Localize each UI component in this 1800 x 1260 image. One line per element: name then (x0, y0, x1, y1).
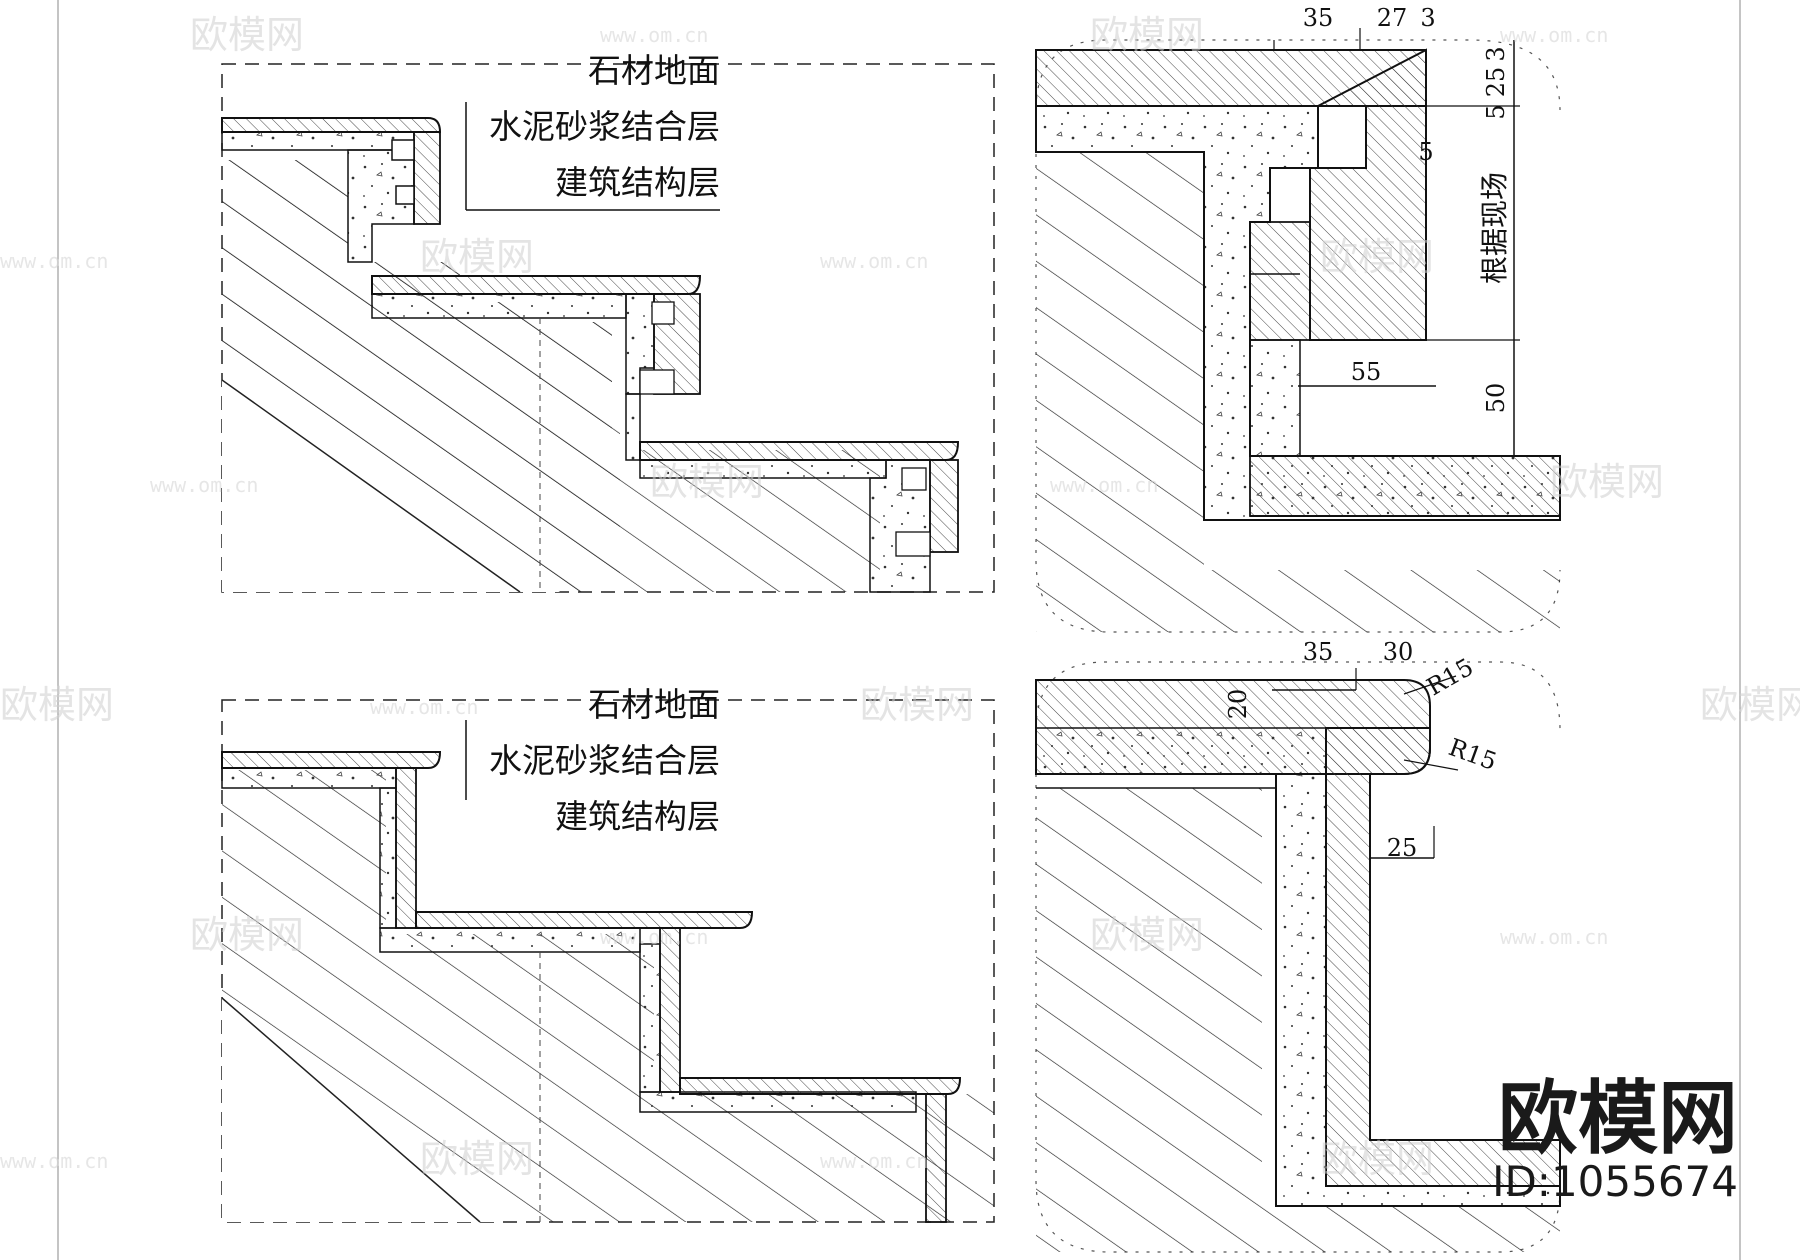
mortar-bed (221, 131, 415, 151)
dim-inner-25: 25 (1387, 834, 1418, 862)
panel-top-left: 石材地面 水泥砂浆结合层 建筑结构层 (221, 51, 995, 593)
watermark-site: www.om.cn (600, 925, 708, 949)
watermark-brand: 欧模网 (190, 913, 304, 957)
layer-label-structure-2: 建筑结构层 (555, 797, 720, 836)
watermark-layer: 欧模网 欧模网 www.om.cn www.om.cn 欧模网 欧模网 www.… (0, 13, 1800, 1181)
panel-bottom-right: 35 30 20 R15 R15 25 (1035, 638, 1561, 1253)
watermark-brand: 欧模网 (1090, 913, 1204, 957)
watermark-brand: 欧模网 (1550, 460, 1664, 504)
stone-riser (413, 131, 441, 225)
dim-right-50: 50 (1482, 383, 1510, 414)
watermark-site: www.om.cn (820, 1149, 928, 1173)
watermark-site: www.om.cn (0, 1149, 108, 1173)
layer-label-structure: 建筑结构层 (555, 163, 720, 202)
brand-name: 欧模网 (1498, 1072, 1738, 1165)
watermark-site: www.om.cn (600, 23, 708, 47)
dim-radius-top: R15 (1422, 653, 1478, 702)
layer-label-stone-floor: 石材地面 (588, 51, 720, 90)
dim-left-20: 20 (1224, 689, 1252, 720)
panel-top-right: 35 27 3 3 25 5 5 根据现场 55 50 (1035, 4, 1561, 633)
watermark-brand: 欧模网 (420, 1137, 534, 1181)
dim-top-35: 35 (1303, 4, 1334, 32)
layer-label-mortar-bond-2: 水泥砂浆结合层 (489, 741, 720, 780)
dim-top-3: 3 (1420, 4, 1435, 32)
watermark-brand: 欧模网 (0, 683, 114, 727)
watermark-brand: 欧模网 (420, 235, 534, 279)
dim-right-5: 5 (1482, 104, 1510, 119)
panel-bottom-left: 石材地面 水泥砂浆结合层 建筑结构层 (221, 685, 995, 1223)
watermark-brand: 欧模网 (650, 460, 764, 504)
watermark-site: www.om.cn (150, 473, 258, 497)
brand-id: ID:1055674 (1492, 1157, 1738, 1206)
watermark-site: www.om.cn (820, 249, 928, 273)
dim-right-3: 3 (1482, 46, 1510, 61)
dim-top-30: 30 (1383, 638, 1414, 666)
dim-inner-55: 55 (1351, 358, 1382, 386)
watermark-site: www.om.cn (1050, 473, 1158, 497)
dim-top-35: 35 (1303, 638, 1334, 666)
dim-site-note: 根据现场 (1478, 172, 1511, 284)
watermark-brand: 欧模网 (860, 683, 974, 727)
watermark-brand: 欧模网 (1320, 1137, 1434, 1181)
stone-tread (221, 117, 442, 133)
watermark-brand: 欧模网 (1320, 235, 1434, 279)
watermark-brand: 欧模网 (1090, 13, 1204, 57)
layer-label-mortar-bond: 水泥砂浆结合层 (489, 107, 720, 146)
watermark-brand: 欧模网 (1700, 683, 1800, 727)
layer-label-stone-floor-2: 石材地面 (588, 685, 720, 724)
watermark-brand: 欧模网 (190, 13, 304, 57)
watermark-site: www.om.cn (1500, 23, 1608, 47)
watermark-site: www.om.cn (370, 695, 478, 719)
watermark-site: www.om.cn (0, 249, 108, 273)
watermark-site: www.om.cn (1500, 925, 1608, 949)
brand-badge: 欧模网 ID:1055674 (1492, 1072, 1738, 1206)
dim-inner-5: 5 (1418, 138, 1433, 166)
dim-top-27: 27 (1377, 4, 1408, 32)
dim-right-25: 25 (1482, 67, 1510, 98)
